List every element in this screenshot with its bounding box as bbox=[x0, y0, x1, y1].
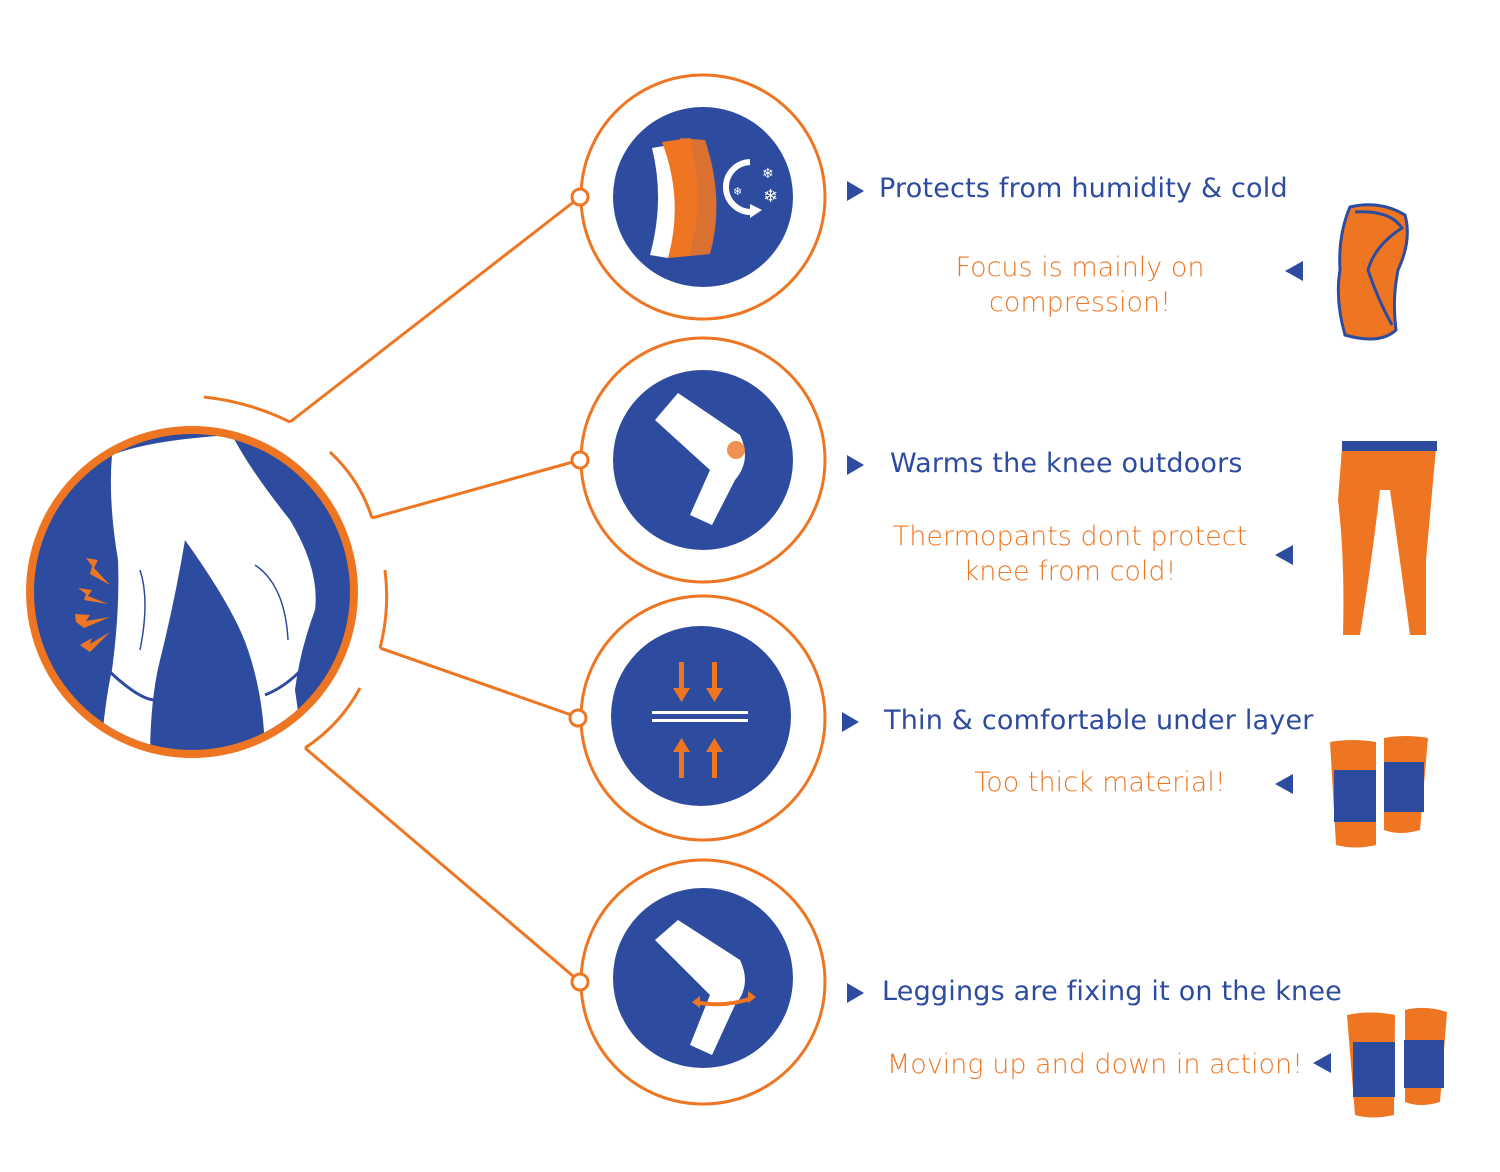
thick-knee-warmers-icon bbox=[1330, 736, 1428, 848]
pain-bolts-icon bbox=[75, 558, 110, 652]
note-line: Too thick material! bbox=[974, 767, 1226, 798]
feature-circle-1: ❄ ❄ ❄ bbox=[570, 73, 827, 321]
bullet-arrows bbox=[842, 181, 1331, 1073]
note-line: compression! bbox=[988, 287, 1171, 318]
feature-circle-3 bbox=[568, 594, 827, 842]
note-line: knee from cold! bbox=[963, 556, 1177, 587]
feature-circle-4 bbox=[570, 858, 827, 1106]
thermopants-icon bbox=[1338, 441, 1437, 635]
note-line: Focus is mainly on bbox=[955, 252, 1205, 283]
feature-note: Thermopants dont protect knee from cold! bbox=[880, 519, 1260, 589]
knee-warmers-icon bbox=[1347, 1007, 1447, 1118]
feature-heading: Leggings are fixing it on the knee bbox=[882, 976, 1342, 1007]
connector-arcs bbox=[203, 195, 581, 984]
svg-text:❄: ❄ bbox=[763, 186, 778, 207]
svg-text:❄: ❄ bbox=[733, 185, 742, 198]
feature-heading: Warms the knee outdoors bbox=[890, 448, 1243, 479]
knee-pain-icon bbox=[26, 426, 358, 758]
knee-sleeve-icon bbox=[1336, 203, 1409, 341]
feature-note: Too thick material! bbox=[940, 765, 1260, 800]
feature-circle-2 bbox=[570, 336, 827, 584]
note-line: Moving up and down in action! bbox=[887, 1049, 1303, 1080]
feature-note: Moving up and down in action! bbox=[880, 1047, 1310, 1082]
feature-note: Focus is mainly on compression! bbox=[920, 250, 1240, 320]
feature-heading: Thin & comfortable under layer bbox=[884, 705, 1314, 736]
note-line: Thermopants dont protect bbox=[892, 521, 1248, 552]
feature-heading: Protects from humidity & cold bbox=[879, 173, 1288, 204]
svg-text:❄: ❄ bbox=[762, 166, 774, 182]
